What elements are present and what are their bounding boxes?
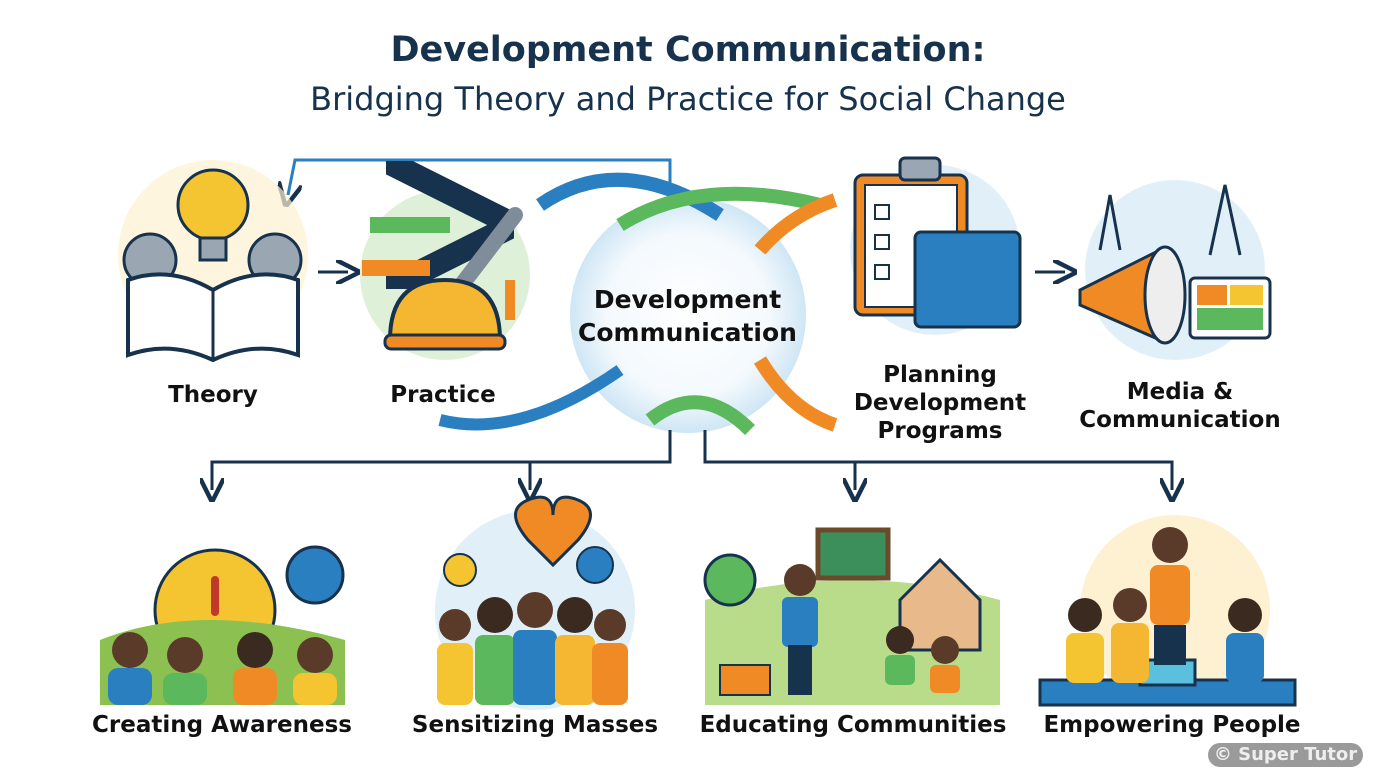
crowd-hearts-icon — [435, 495, 635, 710]
hub-line-1: Development — [593, 285, 782, 314]
book-lightbulb-gears-icon — [118, 160, 308, 363]
cycle-arrow-icon — [616, 186, 822, 231]
central-hub-label: Development Communication — [560, 283, 815, 349]
cycle-arrow-icon — [645, 395, 755, 436]
node-theory-label: Theory — [168, 382, 258, 408]
label-line: Planning — [883, 362, 997, 388]
hub-line-2: Communication — [578, 318, 797, 347]
page-title: Development Communication: — [390, 30, 986, 70]
outcome-empowering-label: Empowering People — [1043, 712, 1301, 738]
label-line: Media & — [1126, 379, 1234, 405]
label-line: Development — [853, 390, 1027, 416]
feedback-arrow — [288, 158, 672, 195]
node-media-label: Media & Communication — [1070, 378, 1290, 434]
branch-arrow — [703, 430, 1172, 490]
outcome-awareness-label: Creating Awareness — [92, 712, 352, 738]
node-practice-label: Practice — [390, 382, 496, 408]
hardhat-wrench-icon — [360, 190, 530, 360]
cycle-arrow-icon — [753, 356, 838, 432]
clipboard-blueprint-icon — [850, 156, 1022, 335]
megaphone-satellite-icon — [1078, 180, 1272, 360]
cycle-arrow-icon — [438, 365, 624, 431]
watermark: © Super Tutor — [1208, 743, 1363, 767]
cheering-people-icon — [1038, 515, 1297, 707]
label-line: Communication — [1079, 407, 1281, 433]
teacher-village-icon — [703, 527, 1000, 705]
page-subtitle: Bridging Theory and Practice for Social … — [310, 80, 1066, 118]
outcome-sensitizing-label: Sensitizing Masses — [411, 712, 659, 738]
branch-arrow — [212, 430, 672, 490]
sunrise-exclamation-icon — [100, 545, 345, 705]
node-planning-label: Planning Development Programs — [840, 361, 1040, 445]
label-line: Programs — [877, 418, 1003, 444]
central-hub — [438, 172, 838, 436]
cycle-arrow-icon — [754, 193, 838, 255]
outcome-educating-label: Educating Communities — [699, 712, 1007, 738]
